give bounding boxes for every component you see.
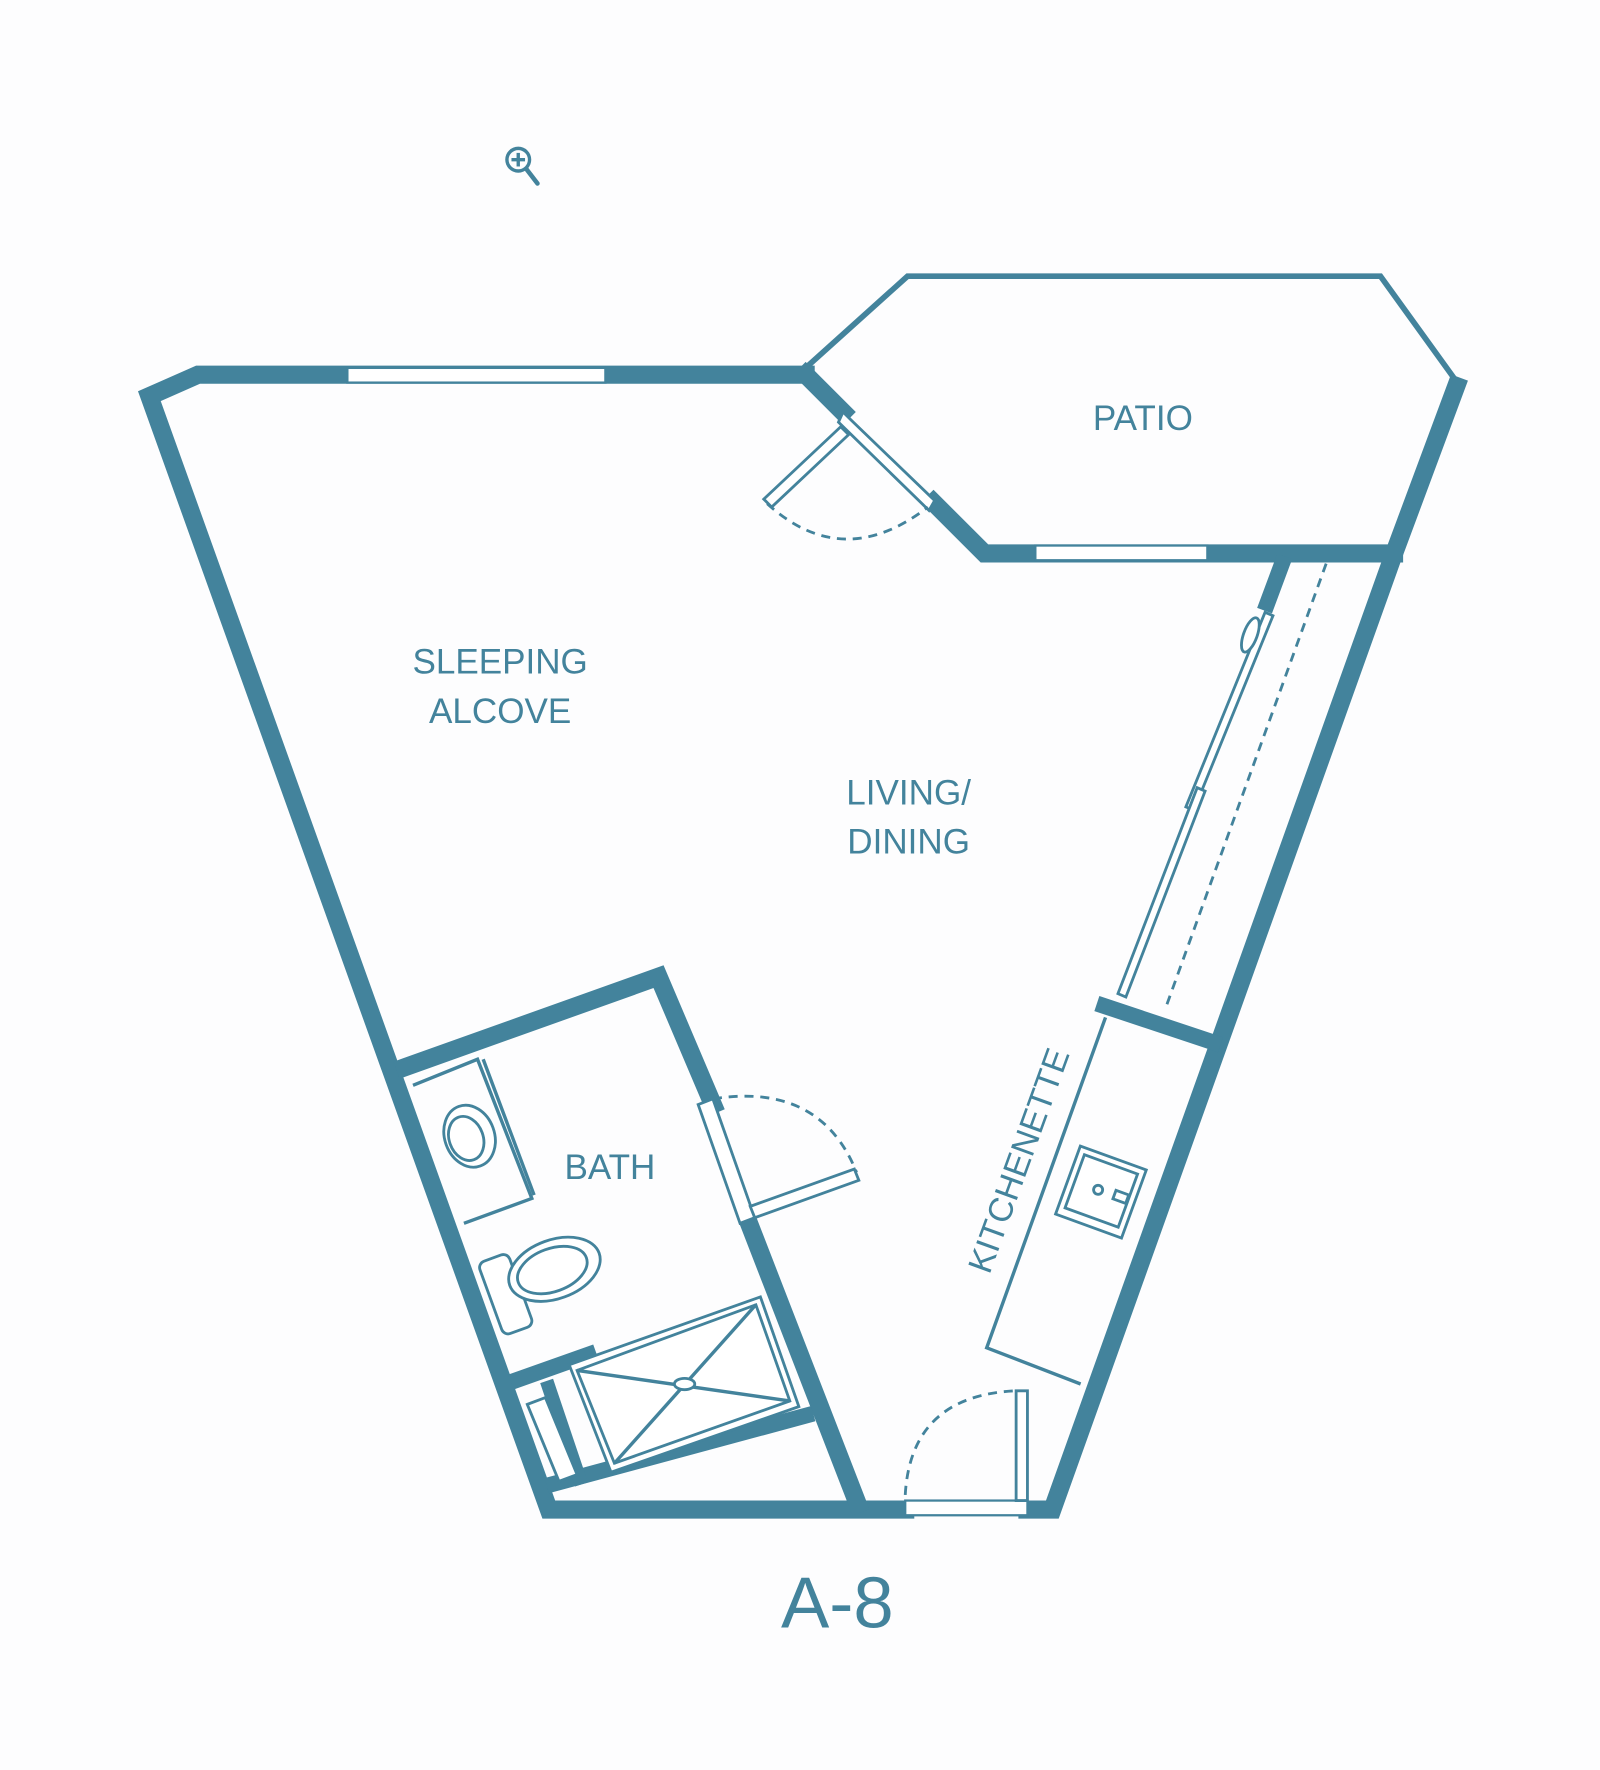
- room-label-sleeping-2: ALCOVE: [429, 692, 571, 731]
- unit-name: A-8: [781, 1562, 894, 1643]
- room-label-living-1: LIVING/: [846, 774, 971, 813]
- window-top: [346, 366, 607, 384]
- closet-sliding-doors[interactable]: [1116, 553, 1328, 1009]
- room-label-sleeping-1: SLEEPING: [412, 642, 587, 681]
- bath-door[interactable]: [696, 1094, 861, 1226]
- room-label-bath: BATH: [564, 1148, 655, 1187]
- entry-door[interactable]: [903, 1389, 1029, 1517]
- room-label-patio: PATIO: [1093, 399, 1193, 438]
- kitchen-counter: [984, 1016, 1108, 1386]
- kitchen-wall: [1094, 996, 1224, 1053]
- kitchen-sink-icon: [1053, 1144, 1149, 1240]
- room-label-kitchenette: KITCHENETTE: [961, 1043, 1077, 1277]
- patio-outline: [801, 273, 1464, 390]
- patio-door[interactable]: [761, 409, 943, 541]
- window-patio: [1034, 544, 1209, 562]
- room-label-living-2: DINING: [847, 822, 970, 861]
- toilet-icon: [478, 1235, 602, 1336]
- bath-vanity: [412, 1057, 536, 1225]
- zoom-in-icon[interactable]: [505, 146, 540, 186]
- linen-closet: [525, 1395, 579, 1484]
- shower-icon: [567, 1295, 801, 1475]
